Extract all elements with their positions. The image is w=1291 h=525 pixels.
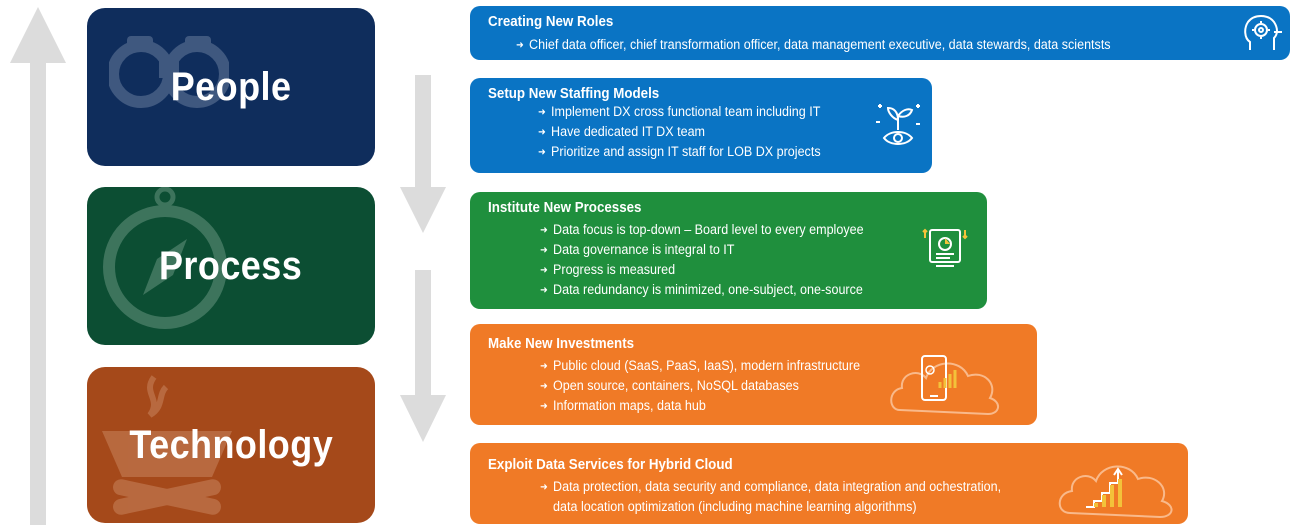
technology-label: Technology — [129, 422, 333, 467]
cloud-phone-chart-icon — [890, 355, 999, 416]
list-item: ➜Open source, containers, NoSQL database… — [540, 376, 860, 396]
exploit-data-services-card: Exploit Data Services for Hybrid Cloud ➜… — [470, 443, 1188, 524]
technology-tile: Technology — [87, 367, 375, 523]
process-tile: Process — [87, 187, 375, 345]
institute-new-processes-card: Institute New Processes ➜Data focus is t… — [470, 192, 987, 309]
list-item: ➜Prioritize and assign IT staff for LOB … — [538, 142, 821, 162]
setup-new-staffing-models-card: Setup New Staffing Models ➜Implement DX … — [470, 78, 932, 173]
arrow-bullet-icon: ➜ — [540, 482, 548, 493]
dashboard-monitor-icon — [922, 228, 968, 267]
arrow-bullet-icon: ➜ — [540, 245, 548, 256]
card-title: Make New Investments — [488, 336, 635, 352]
card-title: Exploit Data Services for Hybrid Cloud — [488, 457, 733, 473]
arrow-bullet-icon: ➜ — [540, 265, 548, 276]
cloud-bar-chart-icon — [1058, 465, 1173, 519]
arrow-bullet-icon: ➜ — [540, 225, 548, 236]
creating-new-roles-card: Creating New Roles ➜Chief data officer, … — [470, 6, 1290, 60]
make-new-investments-card: Make New Investments ➜Public cloud (SaaS… — [470, 324, 1037, 425]
list-item: ➜Data governance is integral to IT — [540, 240, 864, 260]
arrow-bullet-icon: ➜ — [538, 107, 546, 118]
arrow-bullet-icon: ➜ — [538, 147, 546, 158]
arrow-bullet-icon: ➜ — [540, 285, 548, 296]
arrow-bullet-icon: ➜ — [540, 381, 548, 392]
list-item: ➜Progress is measured — [540, 260, 864, 280]
downward-arrow-icon — [400, 270, 446, 442]
campfire-pot-icon — [102, 375, 232, 515]
arrow-bullet-icon: ➜ — [540, 361, 548, 372]
compass-icon — [103, 187, 227, 329]
people-tile: People — [87, 8, 375, 166]
upward-arrow-icon — [10, 7, 66, 525]
list-item: ➜data location optimization (including m… — [553, 499, 917, 514]
people-label: People — [170, 64, 292, 109]
list-item: ➜Implement DX cross functional team incl… — [538, 102, 821, 122]
list-item: ➜Public cloud (SaaS, PaaS, IaaS), modern… — [540, 356, 860, 376]
binoculars-icon — [109, 36, 229, 108]
arrow-bullet-icon: ➜ — [516, 40, 524, 51]
list-item: ➜Have dedicated IT DX team — [538, 122, 821, 142]
arrow-bullet-icon: ➜ — [540, 401, 548, 412]
sprout-eye-icon — [876, 104, 920, 145]
list-item: ➜Data focus is top-down – Board level to… — [540, 220, 864, 240]
card-title: Institute New Processes — [488, 200, 642, 216]
head-gear-icon — [1244, 15, 1282, 50]
downward-arrow-icon — [400, 75, 446, 233]
list-item: ➜Data redundancy is minimized, one-subje… — [540, 280, 864, 300]
process-label: Process — [159, 243, 303, 288]
list-item: ➜Chief data officer, chief transformatio… — [516, 35, 1111, 55]
list-item: ➜Information maps, data hub — [540, 396, 860, 416]
arrow-bullet-icon: ➜ — [538, 127, 546, 138]
card-title: Setup New Staffing Models — [488, 86, 660, 102]
list-item: ➜Data protection, data security and comp… — [540, 477, 1001, 497]
card-title: Creating New Roles — [488, 14, 614, 30]
